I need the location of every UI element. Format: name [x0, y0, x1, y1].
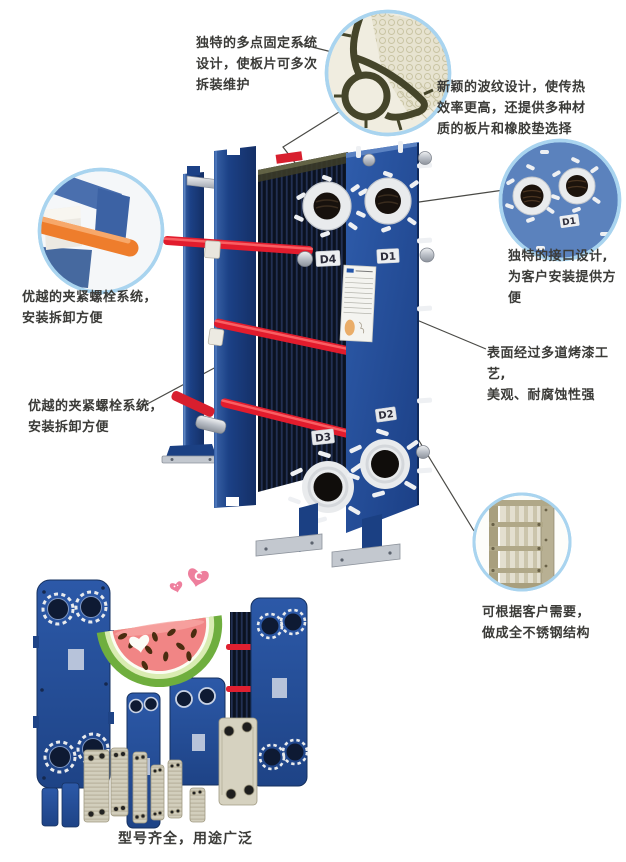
svg-text:D2: D2	[378, 409, 395, 422]
plate-port	[41, 590, 110, 774]
bottom-port-d3	[288, 450, 363, 524]
callout-text-corrugation-design: 新颖的波纹设计，使传热 效率更高，还提供多种材 质的板片和橡胶垫选择	[437, 80, 586, 138]
edge-studs	[356, 141, 433, 474]
heart-sticker-large: C	[188, 568, 209, 587]
svg-text:D3: D3	[315, 431, 332, 445]
port-label-d1: D1	[376, 248, 400, 264]
bottom-port-d2	[347, 428, 419, 498]
tall-unit-right	[226, 597, 309, 787]
brazed-units	[83, 717, 258, 824]
brazed-unit	[167, 759, 183, 819]
port-label-d3: D3	[311, 428, 335, 446]
brazed-unit	[132, 751, 148, 824]
front-pressure-plate: D4 D1 D3 D2	[288, 141, 435, 533]
clamping-bolt-lower	[171, 390, 368, 460]
orange-bolt	[41, 213, 139, 257]
callout-port-label-d1: D1	[559, 213, 580, 229]
callout-stainless-detail	[472, 492, 572, 592]
hex-bolt	[362, 153, 376, 167]
front-feet	[255, 503, 401, 568]
watermelon-seeds	[117, 628, 197, 671]
clamping-bolts	[163, 236, 368, 460]
hex-bolt	[419, 247, 435, 263]
callout-bolt-detail	[37, 167, 165, 295]
stainless-frame	[489, 496, 555, 589]
small-plate-spare	[41, 787, 59, 827]
caption-model-range: 型号齐全，用途广泛	[118, 831, 253, 847]
leader-paint-text	[411, 317, 487, 350]
callout-text-port-design: 独特的接口设计, 为客户安装提供方便	[508, 249, 617, 307]
model-family-group: C	[33, 568, 309, 829]
svg-text:D1: D1	[562, 217, 577, 229]
top-port-d4	[294, 174, 360, 238]
callout-text-clamping-bolts-upper: 优越的夹紧螺栓系统， 安装拆卸方便	[22, 290, 158, 327]
brazed-unit-large	[218, 717, 258, 806]
hex-bolt	[416, 445, 430, 459]
callout-text-multi-point-fixing: 独特的多点固定系统 设计，使板片可多次 拆装维护	[196, 36, 318, 94]
brazed-unit	[110, 747, 129, 817]
callout-gasket-detail	[324, 9, 452, 137]
top-port-d1	[356, 170, 419, 233]
clamping-bolt-upper	[163, 236, 313, 267]
gasket-profile	[334, 13, 434, 131]
callout-text-clamping-bolts-lower: 优越的夹紧螺栓系统， 安装拆卸方便	[28, 399, 164, 436]
leader-bolt-lower	[135, 365, 219, 411]
brazed-unit	[189, 787, 206, 823]
brazed-unit	[150, 764, 165, 821]
leader-port-callout	[411, 189, 505, 204]
svg-text:D1: D1	[380, 251, 397, 264]
hex-bolt	[418, 151, 432, 165]
plate-pack	[258, 151, 348, 492]
callout-port-detail: D1	[498, 138, 622, 262]
main-heat-exchanger: D4 D1 D3 D2	[161, 141, 435, 568]
callout-text-stainless-option: 可根据客户需要， 做成全不锈钢结构	[482, 605, 591, 642]
small-plate-spare	[61, 782, 80, 828]
brazed-unit	[83, 749, 110, 823]
svg-text:C: C	[193, 570, 203, 583]
port-label-d2: D2	[375, 406, 397, 423]
watermelon-decoration	[96, 615, 223, 688]
clamping-bolt-middle	[207, 318, 354, 356]
heart-sticker-small	[169, 581, 183, 593]
port-label-d4: D4	[315, 250, 341, 267]
svg-text:D4: D4	[319, 253, 337, 267]
callout-text-paint-finish: 表面经过多道烤漆工艺, 美观、耐腐蚀性强	[487, 346, 609, 404]
nameplate	[339, 264, 377, 343]
heart-cutout	[129, 634, 150, 653]
